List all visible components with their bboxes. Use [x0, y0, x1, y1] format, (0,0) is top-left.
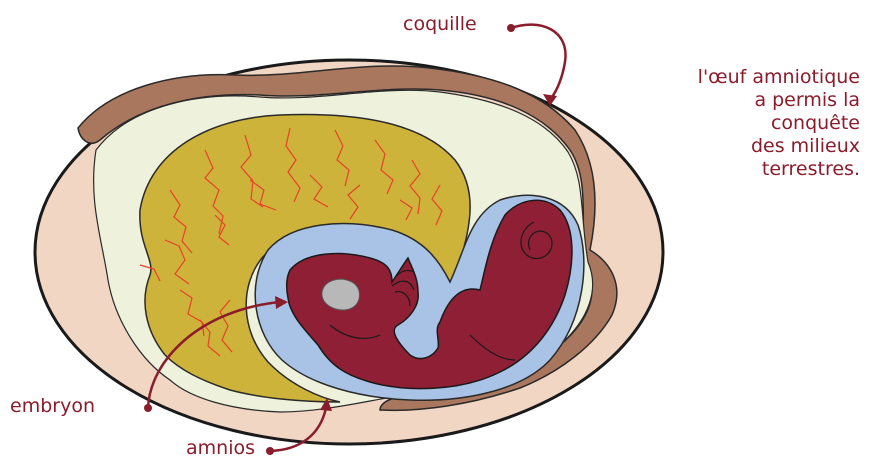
- caption-line: conquête: [698, 112, 860, 135]
- caption-line: l'œuf amniotique: [698, 66, 860, 89]
- caption: l'œuf amniotique a permis la conquête de…: [698, 66, 860, 181]
- caption-line: a permis la: [698, 89, 860, 112]
- coquille-label: coquille: [403, 12, 477, 36]
- amnios-label: amnios: [186, 436, 255, 460]
- caption-line: des milieux: [698, 135, 860, 158]
- embryo-eye: [322, 279, 360, 310]
- embryon-label: embryon: [10, 394, 95, 418]
- caption-line: terrestres.: [698, 158, 860, 181]
